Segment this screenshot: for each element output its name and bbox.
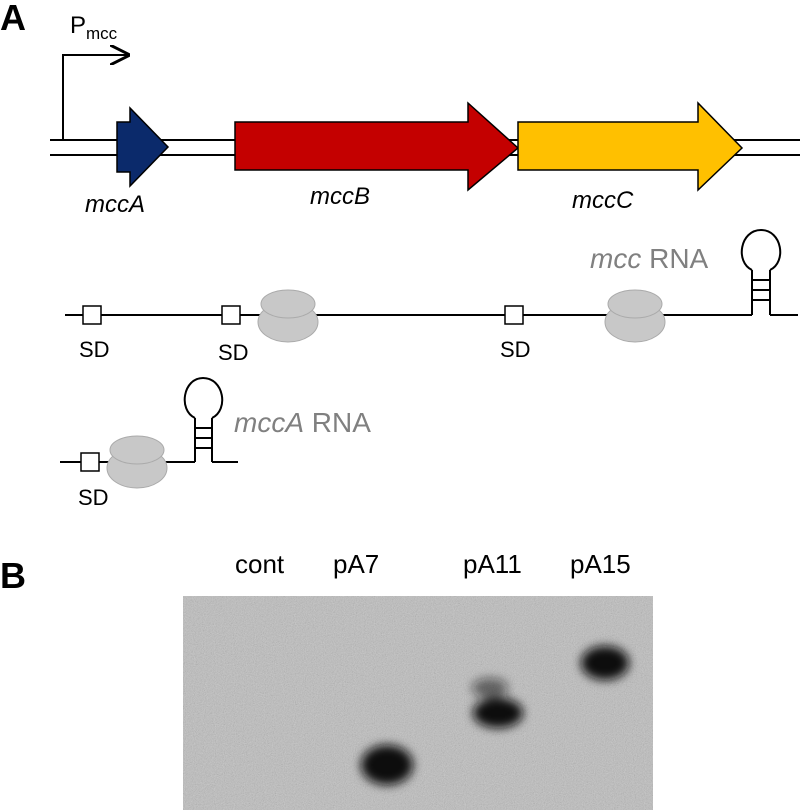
sd-box [221,305,241,325]
mccA-rna-transcript [60,376,238,463]
band-pa15 [581,646,629,680]
promoter-label: Pmcc [70,12,118,43]
gene-label-mccB: mccB [310,183,370,210]
band-pa7 [361,745,413,785]
lane-label-pa11: pA11 [463,549,522,579]
gene-label-mccA: mccA [85,191,145,218]
panel-a-letter: A [0,0,26,38]
ribosome [604,289,666,343]
gene-label-mccC: mccC [572,187,634,214]
band-pa11-lower [473,698,523,728]
band-pa11-upper [472,678,508,698]
sd-box [80,452,100,472]
sd-label: SD [218,340,249,365]
lane-label-cont: cont [235,549,285,579]
lane-label-pa7: pA7 [333,549,379,579]
ribosome [257,289,319,343]
lane-label-pa15: pA15 [570,549,631,579]
mcc-rna-label: mcc RNA [590,243,709,274]
northern-blot [183,596,653,810]
sd-label: SD [500,337,531,362]
gene-arrow-mccA [116,106,170,188]
gene-arrow-mccB [234,101,520,192]
sd-box [504,305,524,325]
sd-box [82,305,102,325]
ribosome [106,435,168,489]
gene-arrow-mccC [517,101,744,192]
panel-b-letter: B [0,555,26,596]
sd-label: SD [78,485,109,510]
sd-label: SD [79,337,110,362]
mccA-rna-label: mccA RNA [234,407,371,438]
promoter-arrow [62,55,128,140]
